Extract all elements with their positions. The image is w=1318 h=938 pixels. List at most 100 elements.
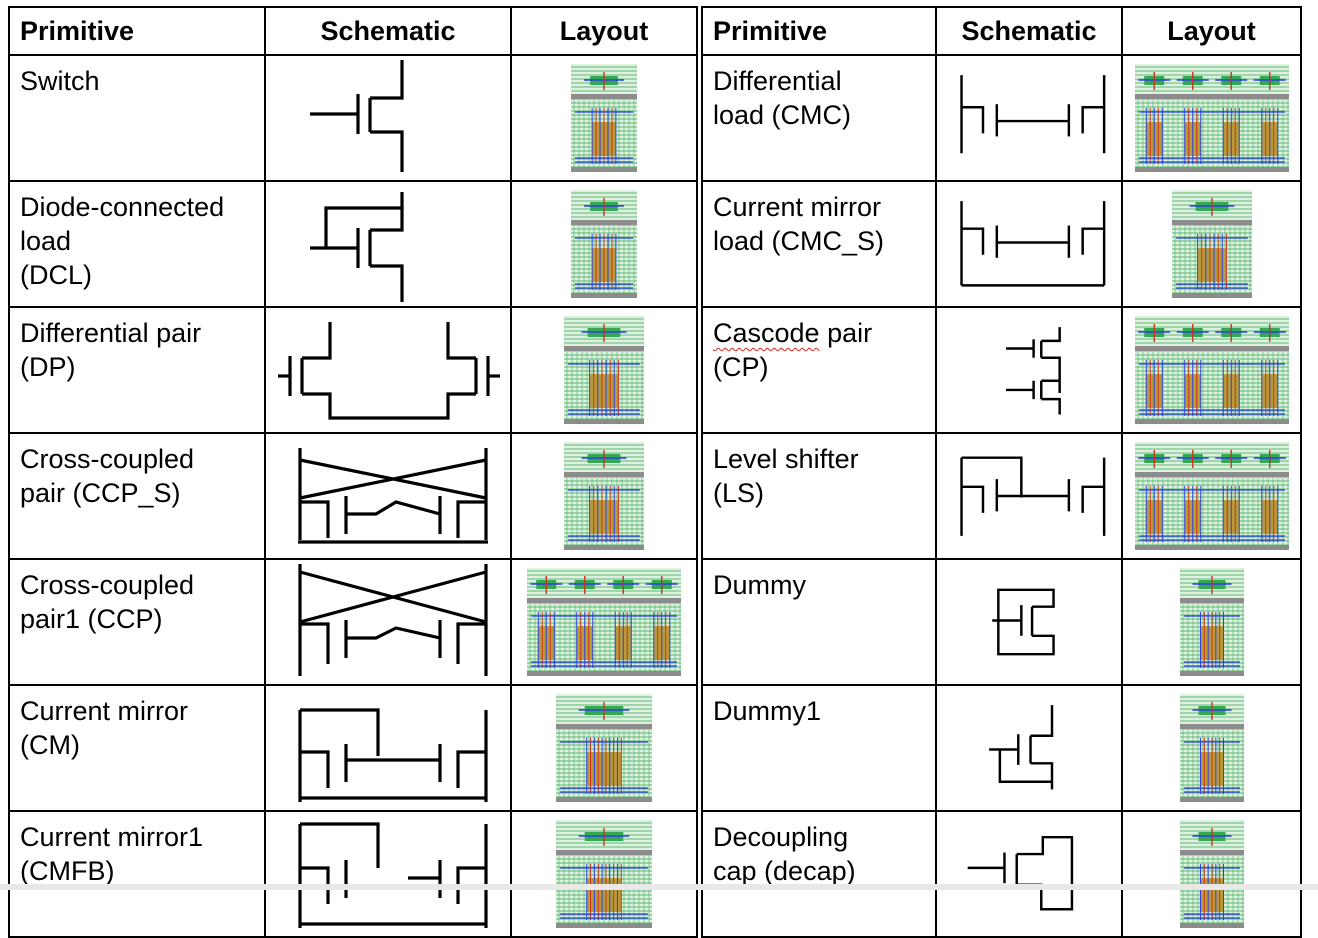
schematic-wire xyxy=(446,322,476,360)
schematic-wire xyxy=(1016,835,1074,911)
layout-cell xyxy=(510,306,698,434)
primitive-name-line: (CMFB) xyxy=(20,856,115,886)
schematic-wire xyxy=(370,264,404,302)
layout-cell xyxy=(1121,54,1302,182)
primitive-name-line: pair (CCP_S) xyxy=(20,478,181,508)
schematic-wire xyxy=(302,322,332,360)
primitive-name-cell: Level shifter (LS) xyxy=(701,432,937,560)
table-row: Current mirror1 (CMFB) xyxy=(8,810,698,938)
header-layout: Layout xyxy=(1121,6,1302,56)
table-row: Dummy xyxy=(701,558,1302,686)
schematic-cell xyxy=(264,432,512,560)
primitive-name-line: load xyxy=(20,226,72,256)
table-row: Cross-coupled pair (CCP_S) xyxy=(8,432,698,560)
layout-top-rail xyxy=(1134,94,1289,99)
layout-thumbnail xyxy=(564,316,644,424)
schematic-wire xyxy=(961,485,985,513)
schematic-wire xyxy=(1081,485,1105,513)
primitive-name-line: (CP) xyxy=(713,352,769,382)
primitive-name-line: Decoupling xyxy=(713,822,849,852)
schematic-wire xyxy=(997,588,1055,656)
primitive-name-line: (DP) xyxy=(20,352,76,382)
primitive-name-line: Switch xyxy=(20,66,100,96)
layout-thumbnail xyxy=(556,694,652,802)
schematic-cell xyxy=(935,54,1123,182)
layout-top-rail xyxy=(527,598,681,603)
primitive-name-cell: Dummy1 xyxy=(701,684,937,812)
layout-bottom-rail xyxy=(556,797,652,802)
table-row: Dummy1 xyxy=(701,684,1302,812)
schematic-wire xyxy=(1041,397,1061,415)
layout-cell xyxy=(1121,810,1302,938)
schematic-wire xyxy=(1081,227,1105,255)
primitive-name-cell: Cross-coupled pair (CCP_S) xyxy=(8,432,266,560)
primitive-name-line: Current mirror xyxy=(20,696,189,726)
layout-cell xyxy=(510,558,698,686)
layout-bottom-rail xyxy=(564,419,644,424)
layout-top-rail xyxy=(564,346,644,351)
layout-bottom-rail xyxy=(1179,671,1244,676)
schematic-wire xyxy=(1041,327,1061,343)
primitive-name-line: Differential xyxy=(713,66,842,96)
schematic-wire xyxy=(961,456,1023,498)
schematic-wire xyxy=(299,570,487,624)
layout-bottom-rail xyxy=(1134,167,1289,172)
layout-active xyxy=(586,752,622,786)
schematic-wire xyxy=(998,749,1052,783)
layout-thumbnail xyxy=(556,820,652,928)
primitive-name-cell: Dummy xyxy=(701,558,937,686)
layout-cell xyxy=(510,810,698,938)
primitive-name-cell: Switch xyxy=(8,54,266,182)
schematic-switch xyxy=(310,60,404,172)
schematic-wire xyxy=(346,500,441,516)
schematic-wire xyxy=(370,130,404,172)
header-schematic: Schematic xyxy=(264,6,512,56)
schematic-wire xyxy=(324,206,402,248)
schematic-cell xyxy=(264,810,512,938)
schematic-ccp_s xyxy=(298,448,488,544)
layout-thumbnail xyxy=(1179,820,1244,928)
spellcheck-word: Cascode xyxy=(713,318,820,348)
layout-cell xyxy=(1121,306,1302,434)
primitive-name-text: cap ( xyxy=(713,856,774,886)
schematic-decap xyxy=(967,835,1074,911)
schematic-wire xyxy=(346,626,441,640)
header-primitive: Primitive xyxy=(8,6,266,56)
primitive-name-line: Current mirror xyxy=(713,192,882,222)
schematic-cell xyxy=(935,180,1123,308)
primitive-name-line: Current mirror1 xyxy=(20,822,204,852)
layout-cell xyxy=(1121,432,1302,560)
primitive-name-line: Cross-coupled xyxy=(20,570,195,600)
layout-cell xyxy=(1121,180,1302,308)
schematic-wire xyxy=(961,227,985,255)
schematic-wire xyxy=(961,106,985,134)
schematic-cmc_s xyxy=(960,201,1106,287)
schematic-wire xyxy=(300,822,380,868)
layout-thumbnail xyxy=(1134,442,1289,550)
bottom-scroll-band xyxy=(0,884,1318,890)
schematic-wire xyxy=(300,708,380,756)
primitive-name-line: Cross-coupled xyxy=(20,444,195,474)
layout-bottom-rail xyxy=(571,167,637,172)
primitive-name-line: (LS) xyxy=(713,478,765,508)
header-row: Primitive Schematic Layout xyxy=(701,6,1302,56)
layout-top-rail xyxy=(1179,598,1244,603)
schematic-cell xyxy=(264,180,512,308)
schematic-wire xyxy=(1030,762,1054,790)
primitive-name-line: Level shifter xyxy=(713,444,859,474)
table-row: Differential pair(DP) xyxy=(8,306,698,434)
layout-thumbnail xyxy=(1179,568,1244,676)
header-row: Primitive Schematic Layout xyxy=(8,6,698,56)
schematic-wire xyxy=(300,500,330,538)
layout-active xyxy=(589,374,619,408)
table-row: Level shifter (LS) xyxy=(701,432,1302,560)
primitive-name-line: Diode-connected xyxy=(20,192,225,222)
schematic-cell xyxy=(264,684,512,812)
